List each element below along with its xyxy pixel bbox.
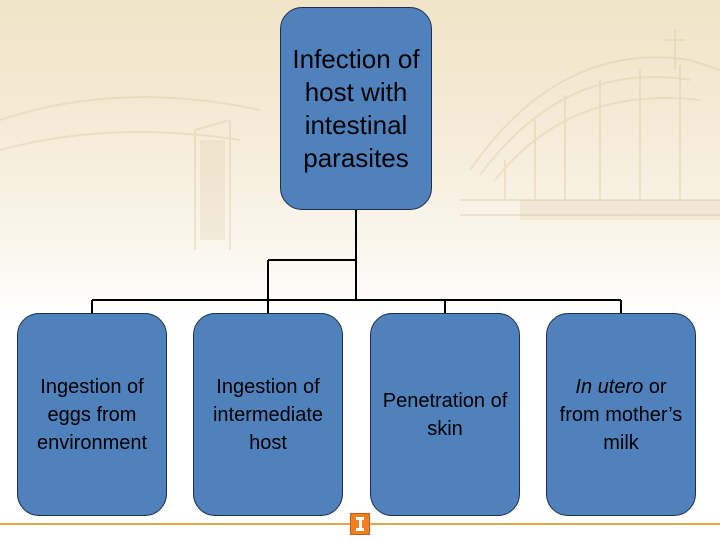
- child-node-utero-milk: In utero or from mother’s milk: [546, 313, 696, 516]
- child-node-label: In utero or from mother’s milk: [553, 373, 689, 457]
- child-node-eggs: Ingestion of eggs from environment: [17, 313, 167, 516]
- root-node: Infection of host with intestinal parasi…: [280, 7, 432, 210]
- university-logo-icon: [350, 513, 370, 535]
- child-node-skin: Penetration of skin: [370, 313, 520, 516]
- child-node-label: Ingestion of eggs from environment: [36, 375, 148, 454]
- child-node-label-rest: or from mother’s milk: [559, 375, 683, 454]
- root-node-label: Infection of host with intestinal parasi…: [292, 43, 420, 173]
- child-node-label: Penetration of skin: [382, 389, 508, 440]
- child-node-label-italic: In utero: [575, 375, 644, 398]
- child-node-intermediate-host: Ingestion of intermediate host: [193, 313, 343, 516]
- child-node-label: Ingestion of intermediate host: [212, 375, 324, 454]
